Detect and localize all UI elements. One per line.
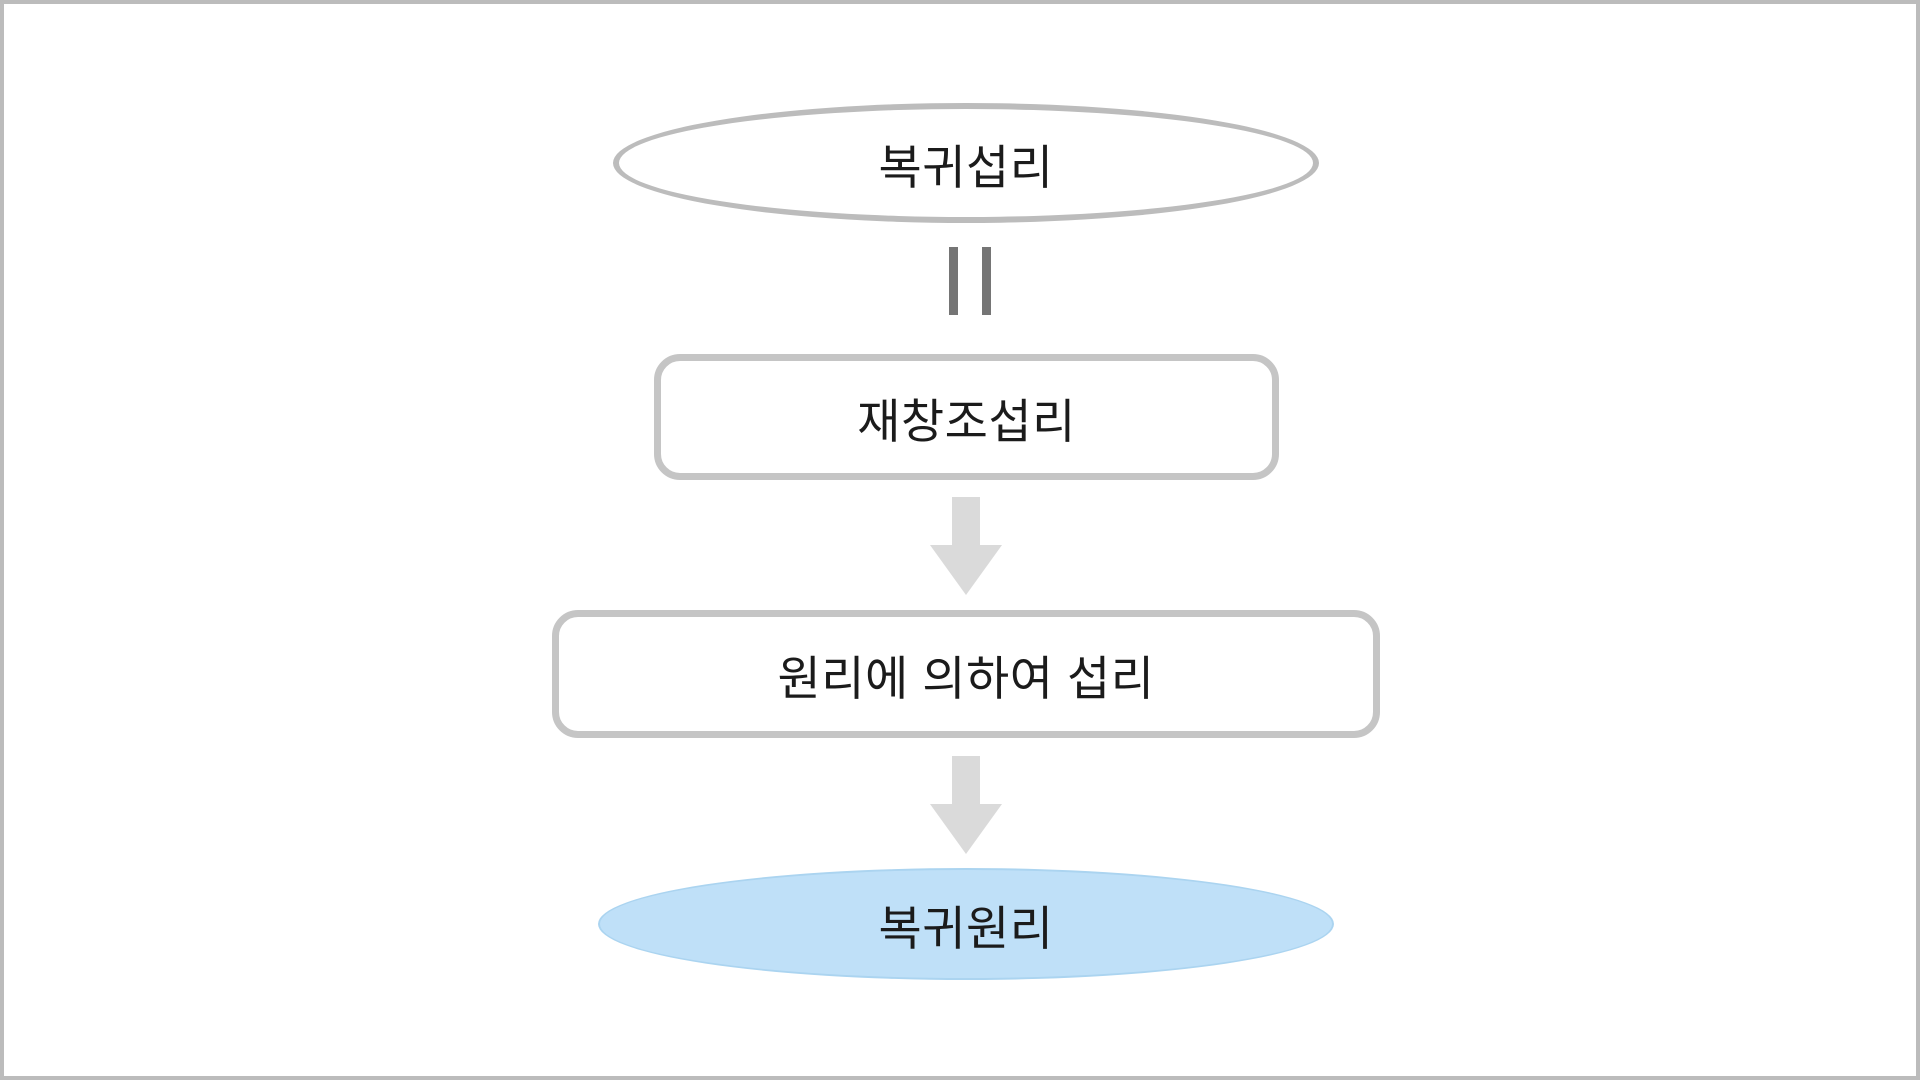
equals-bar-right bbox=[982, 247, 991, 315]
node-principle-of-restoration-ellipse: 복귀원리 bbox=[598, 868, 1334, 980]
node-providence-by-principle-label: 원리에 의하여 섭리 bbox=[777, 651, 1155, 705]
node-principle-of-restoration-label: 복귀원리 bbox=[878, 901, 1054, 955]
arrow-down-icon bbox=[930, 756, 1002, 854]
arrow-head bbox=[930, 804, 1002, 854]
equals-connector-icon bbox=[949, 247, 991, 315]
node-restoration-providence-ellipse: 복귀섭리 bbox=[613, 103, 1319, 223]
arrow-head bbox=[930, 545, 1002, 595]
arrow-shaft bbox=[952, 497, 980, 545]
arrow-down-icon bbox=[930, 497, 1002, 595]
node-providence-by-principle-box: 원리에 의하여 섭리 bbox=[552, 610, 1380, 738]
node-recreation-providence-label: 재창조섭리 bbox=[857, 394, 1076, 448]
node-restoration-providence-label: 복귀섭리 bbox=[878, 140, 1054, 194]
node-recreation-providence-box: 재창조섭리 bbox=[654, 354, 1279, 480]
equals-bar-left bbox=[949, 247, 958, 315]
arrow-shaft bbox=[952, 756, 980, 804]
